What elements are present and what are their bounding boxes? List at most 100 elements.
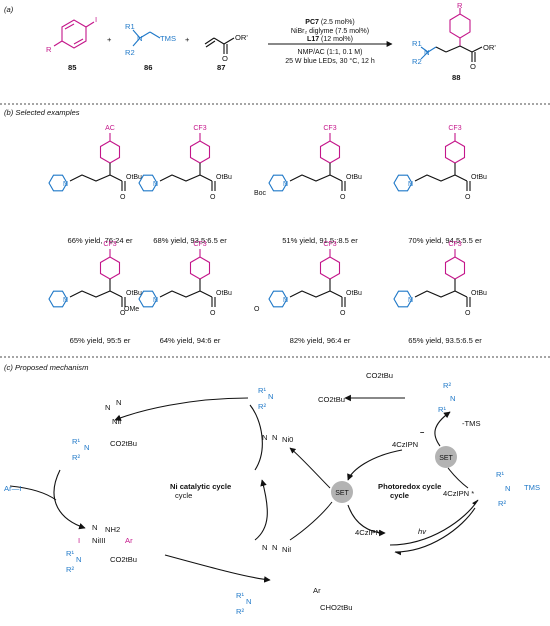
compound-85-id: 85: [68, 63, 77, 72]
amine-n: N: [408, 297, 413, 304]
set-circle-right: [435, 446, 457, 468]
amine-ring: [393, 174, 413, 192]
label-r: R: [46, 45, 52, 54]
photo-arrow-hv-down: [394, 507, 476, 556]
amine-n: N: [153, 181, 158, 188]
alkyl-chain: [289, 290, 343, 298]
svg-text:TMS: TMS: [524, 483, 540, 492]
ester-label: OtBu: [471, 174, 487, 181]
example-yield: 51% yield, 91.5::8.5 er: [282, 236, 358, 245]
cond-line1: PC7 (2.5 mol%): [305, 19, 354, 26]
cond-line5: 25 W blue LEDs, 30 °C, 12 h: [285, 57, 375, 65]
carbonyl-o: O: [210, 310, 216, 317]
alkyl-chain: [159, 290, 213, 298]
example-group-label: CF3: [193, 241, 206, 248]
svg-text:CHO2tBu: CHO2tBu: [320, 603, 353, 612]
svg-text:CO2tBu: CO2tBu: [110, 439, 137, 448]
ester-label: OtBu: [346, 174, 362, 181]
section-b-label: (b) Selected examples: [4, 108, 80, 117]
example-yield: 66% yield, 76:24 er: [67, 236, 132, 245]
product-r2: R2: [412, 57, 422, 66]
carbonyl-o: O: [465, 194, 471, 201]
compound-86-id: 86: [144, 63, 152, 72]
amine-n: N: [408, 181, 413, 188]
ni1-to-set: [289, 501, 333, 541]
example-group-label: CF3: [193, 125, 206, 132]
svg-text:N: N: [268, 392, 273, 401]
amine-ring: [138, 290, 158, 308]
example-group-label: AC: [105, 125, 115, 132]
ester-label: OtBu: [471, 290, 487, 297]
example-yield: 70% yield, 94.5:5.5 er: [408, 236, 482, 245]
svg-text:R²: R²: [72, 453, 80, 462]
amine-ring: [268, 174, 288, 192]
svg-text:R²: R²: [498, 499, 506, 508]
section-c-label: (c) Proposed mechanism: [4, 363, 88, 372]
svg-text:R²: R²: [236, 607, 244, 616]
cat-radical-anion: 4CzIPN: [392, 440, 418, 449]
example-group-label: CF3: [103, 241, 116, 248]
ni-arrow-reduction: [254, 479, 268, 541]
amine-n: N: [63, 297, 68, 304]
svg-text:CO2tBu: CO2tBu: [110, 555, 137, 564]
svg-text:N: N: [76, 555, 81, 564]
example-group-label: CF3: [448, 125, 461, 132]
alkyl-chain: [69, 290, 123, 298]
ester-label: OtBu: [216, 174, 232, 181]
example-group-label: CF3: [323, 125, 336, 132]
svg-text:R¹: R¹: [496, 470, 504, 479]
amine-n: N: [63, 181, 68, 188]
example-yield: 65% yield, 93.5:6.5 er: [408, 336, 482, 345]
ni-arrow-radical-capture: [114, 397, 249, 421]
svg-text:N: N: [246, 597, 251, 606]
alkyl-chain: [69, 174, 123, 182]
carbonyl-o: O: [210, 194, 216, 201]
carbonyl-o: O: [120, 194, 126, 201]
compound-88-id: 88: [452, 73, 460, 82]
aryl-ring: [99, 140, 121, 164]
section-a-label: (a): [4, 5, 14, 14]
svg-text:R¹: R¹: [66, 549, 74, 558]
ester-label: OtBu: [126, 290, 142, 297]
minus-tms-label: -TMS: [462, 419, 481, 428]
carbonyl-o: O: [340, 310, 346, 317]
svg-text:R²: R²: [66, 565, 74, 574]
set-left-label: SET: [335, 490, 349, 497]
aryl-ring: [99, 256, 121, 280]
plus-1: +: [107, 35, 112, 44]
alkyl-chain: [289, 174, 343, 182]
carbonyl-o: O: [465, 310, 471, 317]
svg-text:N: N: [105, 403, 110, 412]
svg-text:R¹: R¹: [72, 437, 80, 446]
photo-arrow-set: [434, 411, 451, 447]
example-yield: 64% yield, 94:6 er: [160, 336, 221, 345]
photo-arrow-2: [347, 504, 386, 537]
svg-text:NiI: NiI: [282, 545, 291, 554]
amine-n: N: [283, 181, 288, 188]
svg-text:NiI: NiI: [112, 417, 121, 426]
photo-cycle-label: Photoredox cycle: [378, 482, 441, 491]
label-n: N: [137, 34, 142, 43]
example-group-label: CF3: [323, 241, 336, 248]
compound-86: [132, 29, 161, 47]
svg-text:I: I: [78, 536, 80, 545]
svg-text:R¹: R¹: [438, 405, 446, 414]
product-n: N: [424, 48, 429, 57]
cond-line4: NMP/AC (1:1, 0.1 M): [298, 49, 363, 56]
radical-anion-sign: −: [420, 428, 425, 437]
svg-text:N: N: [450, 394, 455, 403]
aryl-ring: [319, 140, 341, 164]
alkyl-chain: [414, 174, 468, 182]
extra-substituent: O: [254, 306, 260, 313]
